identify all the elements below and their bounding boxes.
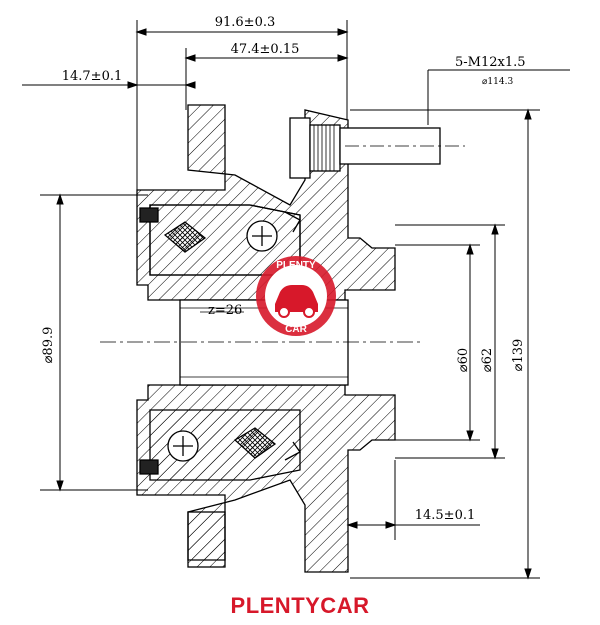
- bolt-spec-label: 5-M12x1.5: [455, 55, 526, 70]
- spline-label: z=26: [208, 303, 242, 318]
- left-offset-label: 14.7±0.1: [62, 69, 123, 84]
- pilot-60-label: ⌀60: [456, 348, 471, 372]
- watermark-bottom-text: CAR: [285, 324, 307, 335]
- hub-section-lower: [136, 384, 396, 573]
- bolt-callout-leader: [427, 69, 570, 125]
- plentycar-watermark: PLENTY CAR: [256, 256, 336, 336]
- flange-diameter-label: ⌀139: [511, 339, 526, 372]
- watermark-top-text: PLENTY: [276, 260, 316, 271]
- flange-thickness-label: 14.5±0.1: [415, 508, 476, 523]
- dim-flange-thickness: [346, 460, 480, 540]
- dim-flange-to-face: [184, 48, 349, 110]
- flange-to-face-label: 47.4±0.15: [231, 42, 300, 57]
- dim-left-offset: [22, 81, 196, 89]
- wheel-stud: [289, 117, 465, 179]
- dim-left-diameter: [40, 193, 148, 492]
- pilot-62-label: ⌀62: [480, 348, 495, 372]
- dim-right-diameters: [350, 108, 540, 580]
- brand-caption: PLENTYCAR: [230, 593, 370, 618]
- left-diameter-label: ⌀89.9: [41, 327, 56, 364]
- overall-length-label: 91.6±0.3: [215, 15, 276, 30]
- bearing-elements: [139, 207, 301, 475]
- dim-overall-length: [135, 20, 349, 190]
- pitch-circle-label: ⌀114.3: [482, 77, 513, 87]
